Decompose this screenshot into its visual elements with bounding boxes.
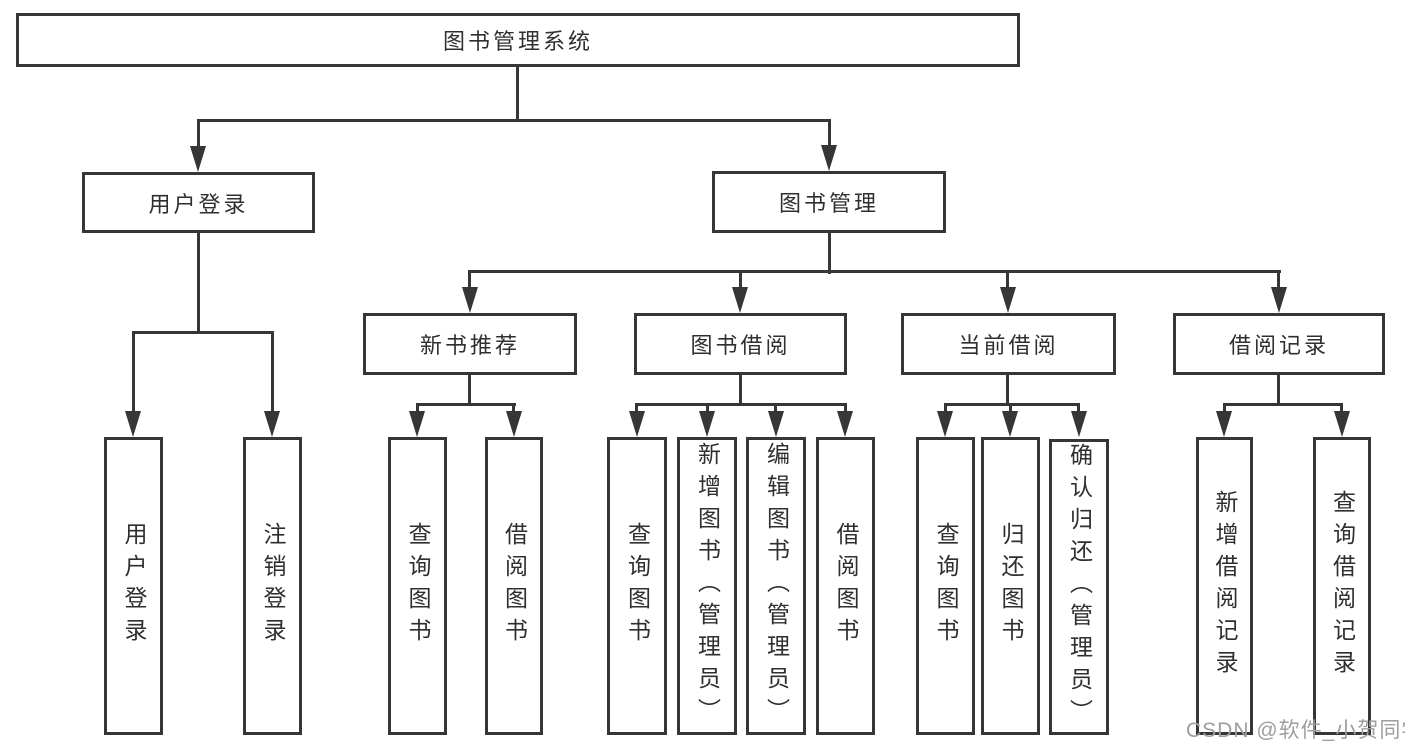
connector-line-v	[512, 403, 515, 413]
node-current-borrow: 当前借阅	[901, 313, 1116, 375]
node-leaf-user-login: 用户登录	[104, 437, 163, 735]
connector-line-v	[1006, 270, 1009, 289]
arrowhead-down-icon	[699, 411, 715, 437]
connector-line-v	[828, 233, 831, 274]
arrowhead-down-icon	[1000, 287, 1016, 313]
connector-line-v	[828, 119, 831, 147]
connector-line-v	[1340, 403, 1343, 413]
connector-line-h	[1223, 403, 1343, 406]
connector-line-v	[132, 331, 135, 413]
node-leaf-borrow-edit-books: 编辑图书（管理员）	[746, 437, 806, 735]
arrowhead-down-icon	[629, 411, 645, 437]
node-book-borrow: 图书借阅	[634, 313, 847, 375]
arrowhead-down-icon	[768, 411, 784, 437]
connector-line-v	[1223, 403, 1226, 413]
arrowhead-down-icon	[937, 411, 953, 437]
arrowhead-down-icon	[837, 411, 853, 437]
node-leaf-cur-query-books-label: 查询图书	[933, 522, 959, 650]
connector-line-h	[132, 331, 274, 334]
arrowhead-down-icon	[264, 411, 280, 437]
node-leaf-records-add-record-label: 新增借阅记录	[1212, 490, 1238, 682]
connector-line-v	[1277, 375, 1280, 406]
node-leaf-cur-return-books: 归还图书	[981, 437, 1040, 735]
connector-line-v	[739, 375, 742, 406]
node-book-mgmt-label: 图书管理	[778, 191, 879, 216]
connector-line-v	[197, 119, 200, 148]
arrowhead-down-icon	[125, 411, 141, 437]
node-new-book-rec-label: 新书推荐	[419, 333, 520, 358]
node-root: 图书管理系统	[16, 13, 1020, 67]
connector-line-v	[1077, 403, 1080, 413]
node-current-borrow-label: 当前借阅	[958, 333, 1059, 358]
node-leaf-rec-query-books: 查询图书	[388, 437, 447, 735]
connector-line-v	[416, 403, 419, 413]
arrowhead-down-icon	[732, 287, 748, 313]
connector-line-h	[635, 403, 847, 406]
csdn-watermark: CSDN @软件_小贺同学	[1186, 719, 1405, 742]
connector-line-v	[1009, 403, 1012, 413]
arrowhead-down-icon	[506, 411, 522, 437]
connector-line-v	[774, 403, 777, 413]
arrowhead-down-icon	[1002, 411, 1018, 437]
connector-line-v	[468, 375, 471, 406]
connector-line-v	[516, 67, 519, 121]
arrowhead-down-icon	[1071, 411, 1087, 437]
node-leaf-user-login-label: 用户登录	[121, 522, 147, 650]
node-book-mgmt: 图书管理	[712, 171, 946, 233]
node-leaf-records-add-record: 新增借阅记录	[1196, 437, 1253, 735]
node-borrow-records: 借阅记录	[1173, 313, 1385, 375]
node-leaf-borrow-edit-books-label: 编辑图书（管理员）	[763, 442, 790, 730]
connector-line-v	[635, 403, 638, 413]
arrowhead-down-icon	[1216, 411, 1232, 437]
node-leaf-logout: 注销登录	[243, 437, 302, 735]
node-leaf-records-query-record-label: 查询借阅记录	[1329, 490, 1356, 682]
node-leaf-logout-label: 注销登录	[260, 522, 286, 650]
arrowhead-down-icon	[1271, 287, 1287, 313]
node-leaf-borrow-query-books-label: 查询图书	[624, 522, 651, 650]
connector-line-v	[271, 331, 274, 413]
node-root-label: 图书管理系统	[442, 29, 593, 54]
connector-line-h	[197, 119, 831, 122]
connector-line-v	[468, 270, 471, 289]
arrowhead-down-icon	[409, 411, 425, 437]
node-leaf-borrow-add-books: 新增图书（管理员）	[677, 437, 737, 735]
node-leaf-records-query-record: 查询借阅记录	[1313, 437, 1371, 735]
node-leaf-rec-borrow-books: 借阅图书	[485, 437, 543, 735]
arrowhead-down-icon	[190, 146, 206, 172]
arrowhead-down-icon	[1334, 411, 1350, 437]
node-leaf-borrow-borrow-books: 借阅图书	[816, 437, 875, 735]
node-user-login: 用户登录	[82, 172, 315, 233]
arrowhead-down-icon	[821, 145, 837, 171]
node-leaf-rec-borrow-books-label: 借阅图书	[501, 522, 528, 650]
node-leaf-rec-query-books-label: 查询图书	[405, 522, 431, 650]
node-leaf-cur-return-books-label: 归还图书	[998, 522, 1024, 650]
node-book-borrow-label: 图书借阅	[690, 333, 791, 358]
connector-line-v	[1006, 375, 1009, 406]
connector-line-v	[1277, 270, 1280, 289]
connector-line-h	[944, 403, 1080, 406]
node-borrow-records-label: 借阅记录	[1228, 333, 1329, 358]
node-leaf-cur-confirm-return-label: 确认归还（管理员）	[1066, 443, 1093, 731]
connector-line-v	[197, 233, 200, 333]
connector-line-v	[844, 403, 847, 413]
node-leaf-borrow-borrow-books-label: 借阅图书	[833, 522, 859, 650]
arrowhead-down-icon	[462, 287, 478, 313]
node-leaf-cur-confirm-return: 确认归还（管理员）	[1049, 439, 1109, 735]
connector-line-v	[706, 403, 709, 413]
connector-line-h	[416, 403, 516, 406]
node-leaf-borrow-query-books: 查询图书	[607, 437, 667, 735]
connector-line-v	[944, 403, 947, 413]
node-leaf-cur-query-books: 查询图书	[916, 437, 975, 735]
node-user-login-label: 用户登录	[148, 191, 249, 217]
connector-line-h	[468, 270, 1281, 273]
node-leaf-borrow-add-books-label: 新增图书（管理员）	[694, 442, 721, 730]
node-new-book-rec: 新书推荐	[363, 313, 577, 375]
connector-line-v	[739, 270, 742, 289]
